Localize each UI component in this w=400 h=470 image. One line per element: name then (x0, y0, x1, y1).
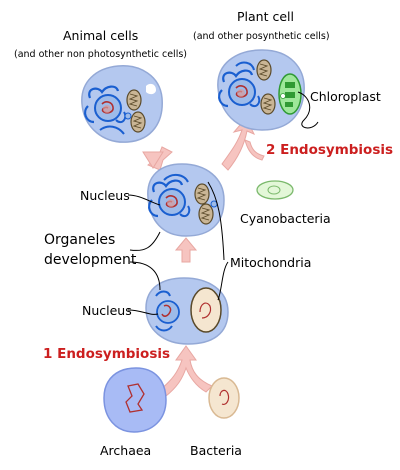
cyanobacteria-cell (256, 180, 294, 200)
organeles-label-line1: Organeles (44, 232, 115, 248)
bacteria-cell (208, 377, 240, 419)
organeles-label-line2: development (44, 252, 137, 268)
archaea-cell (103, 367, 167, 433)
cyanobacteria-label: Cyanobacteria (240, 211, 331, 226)
arrow-organelles (174, 237, 198, 263)
archaea-label: Archaea (100, 443, 151, 458)
host-cell-early (145, 277, 229, 345)
plant-cell (217, 49, 319, 131)
endosymbiosis-2-label: 2 Endosymbiosis (266, 142, 393, 158)
animal-cell (81, 65, 163, 143)
mitochondria-label: Mitochondria (230, 255, 311, 270)
nucleus-lower-label: Nucleus (82, 303, 132, 318)
intermediate-cell (147, 163, 225, 237)
plant-cell-title: Plant cell (237, 9, 294, 24)
leader-lines (127, 181, 229, 315)
nucleus-upper-label: Nucleus (80, 188, 130, 203)
plant-cell-subtitle: (and other posynthetic cells) (193, 31, 330, 42)
animal-cells-subtitle: (and other non photosynthetic cells) (14, 49, 187, 60)
chloroplast-organelle (278, 73, 302, 115)
endosymbiosis-1-label: 1 Endosymbiosis (43, 346, 170, 362)
bacteria-label: Bacteria (190, 443, 242, 458)
animal-cells-title: Animal cells (63, 28, 138, 43)
chloroplast-label: Chloroplast (310, 89, 381, 104)
